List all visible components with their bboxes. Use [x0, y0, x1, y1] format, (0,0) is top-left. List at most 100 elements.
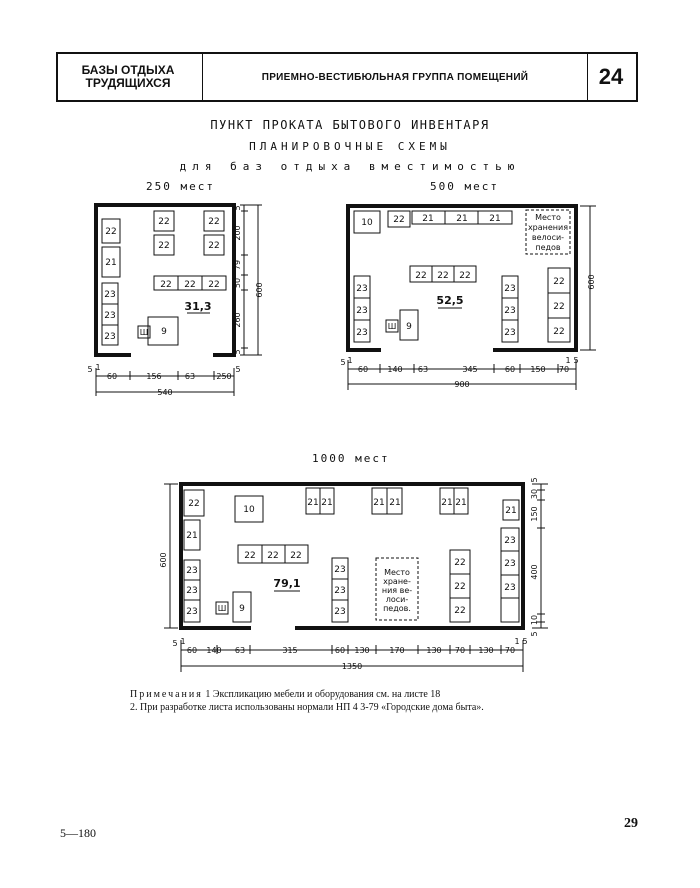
p500-area: 52,5: [436, 294, 463, 307]
p500-item-22-g: 22: [553, 327, 564, 337]
p250-vdim-260: 260: [233, 312, 242, 327]
plan-250-dims-vertical: [240, 204, 262, 356]
p1000-dim-130: 130: [354, 646, 369, 655]
p1000-vdim-5: 5: [530, 477, 539, 482]
p250-dim-5: 5: [87, 365, 92, 374]
p1000-item-23-i: 23: [504, 583, 515, 593]
plan-1000-furniture: [183, 487, 520, 623]
p1000-storage-line-4: лоси-: [386, 595, 409, 604]
p500-storage-line-4: педов: [535, 243, 561, 252]
p500-dim-345: 345: [462, 365, 477, 374]
p1000-item-23-d: 23: [334, 565, 345, 575]
p500-item-23-d: 23: [504, 284, 515, 294]
p500-storage-line-3: велоси-: [532, 233, 564, 242]
p250-item-9: 9: [161, 327, 167, 337]
plan-1000-dims-vertical-left: [164, 483, 178, 629]
topic-title: ПРИЕМНО-ВЕСТИБЮЛЬНАЯ ГРУППА ПОМЕЩЕНИЙ: [202, 54, 588, 100]
p250-item-sh: Ш: [140, 328, 149, 337]
p500-item-sh: Ш: [388, 322, 397, 331]
p1000-dim-1: 1: [180, 637, 185, 646]
p500-item-22-b: 22: [415, 271, 426, 281]
plan-1000-dims-vertical-right: [532, 483, 548, 629]
p500-item-22-d: 22: [459, 271, 470, 281]
p500-item-22-f: 22: [553, 302, 564, 312]
p1000-item-9: 9: [239, 604, 245, 614]
p250-item-22-d: 22: [208, 241, 219, 251]
p250-item-22-i: 22: [208, 280, 219, 290]
p250-dim-1: 1: [95, 363, 100, 372]
p1000-item-22-d: 22: [290, 551, 301, 561]
p1000-item-10: 10: [243, 505, 255, 515]
p250-vdim-5b: 5: [233, 349, 242, 354]
plan-250: 22 22 22 22 22 21 22 22 22 23 23 23 9 Ш …: [87, 203, 264, 397]
plan-250-dims-horizontal: [95, 368, 235, 396]
p1000-item-22-b: 22: [244, 551, 255, 561]
p500-dim-1b: 1: [565, 356, 570, 365]
p500-item-21-a: 21: [422, 214, 433, 224]
p1000-item-23-e: 23: [334, 586, 345, 596]
p250-item-22-c: 22: [208, 217, 219, 227]
p250-dim-250: 250: [216, 372, 231, 381]
document-code: 5—180: [60, 826, 96, 840]
plan-1000-dims-horizontal: [180, 640, 524, 672]
p1000-dim-60b: 60: [335, 646, 345, 655]
p250-item-22-g: 22: [160, 280, 171, 290]
p250-vdim-200: 200: [233, 225, 242, 240]
p1000-item-21-b: 21: [307, 498, 318, 508]
p1000-dim-70: 70: [455, 646, 465, 655]
p1000-item-21-d: 21: [373, 498, 384, 508]
p500-item-22-e: 22: [553, 277, 564, 287]
notes-label: Примечания: [130, 689, 203, 700]
p1000-dim-170: 170: [389, 646, 404, 655]
p500-item-23-b: 23: [356, 306, 367, 316]
p1000-dim-70b: 70: [505, 646, 515, 655]
p250-item-23-b: 23: [104, 311, 115, 321]
section-line-1: БАЗЫ ОТДЫХА: [81, 63, 175, 77]
p250-item-22-b: 22: [158, 241, 169, 251]
p1000-item-21-g: 21: [455, 498, 466, 508]
p1000-item-23-f: 23: [334, 607, 345, 617]
plan-500-furniture: [353, 209, 571, 343]
p250-item-23-a: 23: [104, 290, 115, 300]
p250-vdim-79: 79: [233, 260, 242, 270]
p1000-item-21-e: 21: [389, 498, 400, 508]
p500-dim-60b: 60: [505, 365, 515, 374]
p500-dim-60: 60: [358, 365, 368, 374]
section-name: БАЗЫ ОТДЫХА ТРУДЯЩИХСЯ: [58, 54, 198, 100]
p500-item-23-c: 23: [356, 328, 367, 338]
p250-item-23-c: 23: [104, 332, 115, 342]
p500-dim-70: 70: [559, 365, 569, 374]
p1000-dim-130c: 130: [478, 646, 493, 655]
p1000-storage-line-2: хране-: [383, 577, 411, 586]
p1000-item-21-c: 21: [321, 498, 332, 508]
p250-item-21: 21: [105, 258, 116, 268]
p250-dim-156: 156: [146, 372, 161, 381]
p1000-dim-1b: 1: [514, 637, 519, 646]
page-number: 29: [624, 816, 638, 831]
p1000-item-22-c: 22: [267, 551, 278, 561]
p1000-dim-130b: 130: [426, 646, 441, 655]
p1000-vdim-150: 150: [530, 506, 539, 521]
plan-250-furniture: [101, 210, 227, 346]
p500-dim-150: 150: [530, 365, 545, 374]
p1000-storage-line-1: Место: [384, 568, 410, 577]
p1000-item-22-g: 22: [454, 606, 465, 616]
subtitle: ПЛАНИРОВОЧНЫЕ СХЕМЫ: [249, 140, 451, 153]
p1000-vdim-400: 400: [530, 564, 539, 579]
p1000-dim-140: 140: [206, 646, 221, 655]
p1000-vdim-total: 600: [159, 552, 168, 567]
p1000-item-sh: Ш: [218, 604, 227, 613]
plan-500-dims-vertical: [580, 205, 596, 351]
p500-item-10: 10: [361, 218, 373, 228]
p500-vdim-total: 600: [587, 274, 596, 289]
p500-item-23-e: 23: [504, 306, 515, 316]
plan-1000-caption: 1000 мест: [312, 452, 390, 465]
p500-dim-total: 900: [454, 380, 469, 389]
p500-item-9: 9: [406, 322, 412, 332]
plan-1000-storage-label: Место хране- ния ве- лоси- педов.: [382, 568, 412, 613]
p1000-dim-63: 63: [235, 646, 245, 655]
p1000-storage-line-5: педов.: [383, 604, 411, 613]
plan-1000: 22 21 23 23 23 10 21 21 21 21 21 21 22 2…: [159, 477, 548, 672]
p500-dim-1: 1: [347, 356, 352, 365]
p1000-item-23-h: 23: [504, 559, 515, 569]
